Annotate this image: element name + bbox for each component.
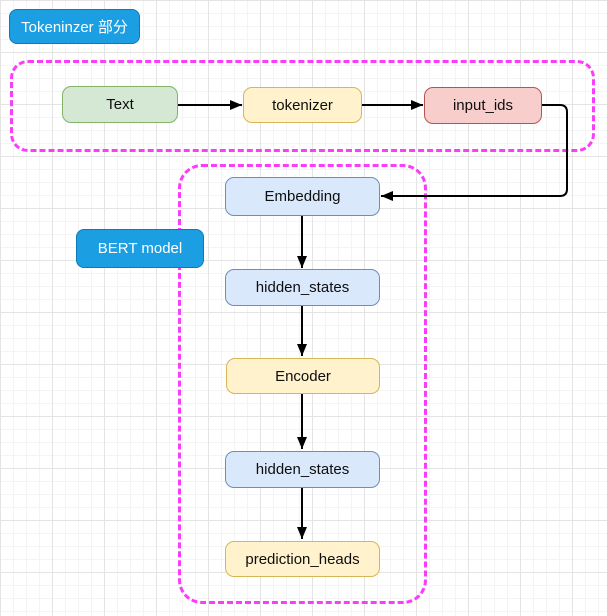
node-tokenizer: tokenizer bbox=[243, 87, 362, 123]
bert-model-label: BERT model bbox=[76, 229, 204, 268]
node-input-ids: input_ids bbox=[424, 87, 542, 124]
node-encoder: Encoder bbox=[226, 358, 380, 394]
node-text: Text bbox=[62, 86, 178, 123]
bert-model-container bbox=[178, 164, 427, 604]
tokenizer-section-container bbox=[10, 60, 595, 152]
node-hidden-states-2: hidden_states bbox=[225, 451, 380, 488]
node-embedding: Embedding bbox=[225, 177, 380, 216]
tokenizer-section-label: Tokeninzer 部分 bbox=[9, 9, 140, 44]
node-prediction-heads: prediction_heads bbox=[225, 541, 380, 577]
node-hidden-states-1: hidden_states bbox=[225, 269, 380, 306]
